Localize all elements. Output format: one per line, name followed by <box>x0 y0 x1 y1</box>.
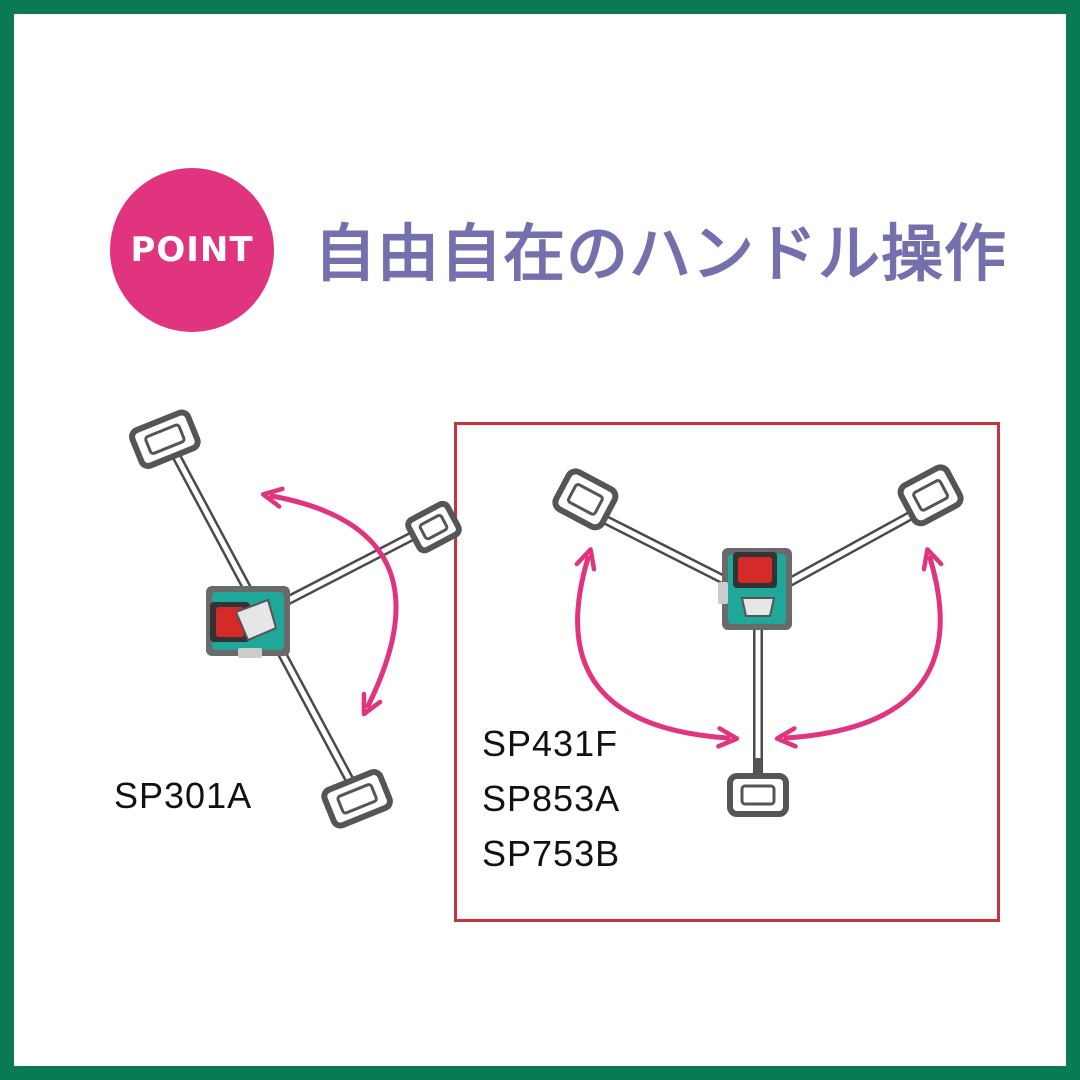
three-handle-machine-icon <box>552 464 964 817</box>
rotation-arrow-icon <box>774 547 944 749</box>
model-label-left: SP301A <box>114 775 253 816</box>
model-label: SP753B <box>482 833 621 874</box>
headline: 自由自在のハンドル操作 <box>314 217 1008 290</box>
two-handle-machine-icon <box>129 409 462 829</box>
point-badge: POINT <box>110 168 274 332</box>
rotation-arrow-icon <box>260 486 399 717</box>
highlight-box <box>454 422 1000 922</box>
point-badge-label: POINT <box>130 230 254 270</box>
model-label: SP853A <box>482 778 621 819</box>
rotation-arrow-icon <box>574 547 740 749</box>
model-label: SP431F <box>482 723 619 764</box>
